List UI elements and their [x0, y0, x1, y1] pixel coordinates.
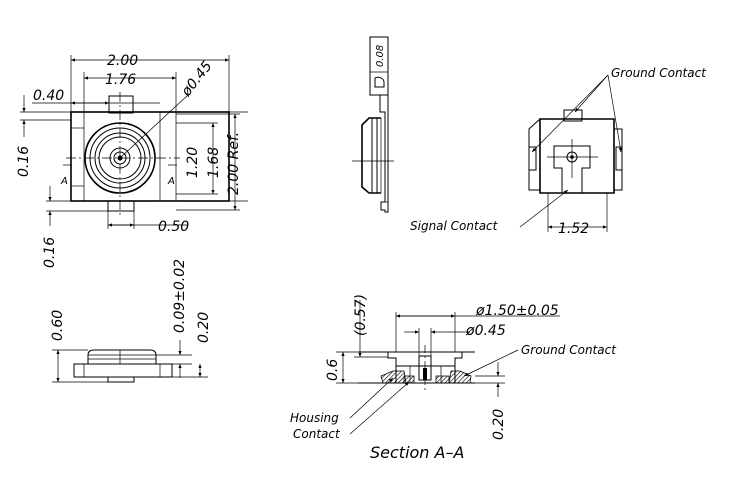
dim-top-width: 2.00	[107, 53, 138, 69]
front-base	[73, 363, 173, 378]
section-dim-outer: ø1.50±0.05	[475, 303, 559, 319]
section-dim-height: 0.6	[325, 359, 341, 381]
dim-height-total: 2.00 Ref.	[226, 132, 242, 195]
section-marker-right: A	[167, 176, 175, 187]
dim-diameter: ø0.45	[178, 58, 216, 100]
signal-contact-label: Signal Contact	[410, 219, 499, 233]
ground-contact-label: Ground Contact	[611, 66, 707, 80]
top-body-outline	[70, 111, 230, 202]
section-view: ø1.50±0.05 ø0.45 (0.57) 0.6 Ground Conta…	[290, 294, 617, 462]
dim-tab-width: 0.50	[158, 219, 189, 235]
section-ground-contact-label: Ground Contact	[521, 343, 617, 357]
dim-height-inner: 1.20	[185, 147, 201, 178]
top-view: A A 2.00 1.76 0.40 ø0.45 0.16 1	[16, 53, 248, 268]
bottom-tab	[107, 200, 135, 212]
side-label-box	[369, 36, 389, 96]
dim-inner-width: 1.76	[105, 72, 136, 88]
front-dim-height: 0.60	[50, 310, 66, 341]
section-dim-inner: ø0.45	[465, 323, 506, 339]
section-dim-ref-height: (0.57)	[353, 294, 369, 336]
section-title: Section A–A	[370, 443, 464, 462]
contact-label: Contact	[293, 427, 341, 441]
front-view: 0.60 0.09±0.02 0.20	[50, 259, 212, 383]
front-dim-base: 0.20	[196, 312, 212, 343]
top-notch	[108, 95, 134, 114]
front-dim-gap: 0.09±0.02	[172, 259, 188, 333]
dim-left-offset: 0.40	[33, 88, 64, 104]
side-view: 0.08	[352, 36, 394, 213]
section-dim-bottom: 0.20	[491, 409, 507, 440]
section-marker-left: A	[60, 176, 68, 187]
dim-left-vertical: 0.16	[16, 146, 32, 177]
bottom-dim-width: 1.52	[558, 221, 589, 237]
dim-height-mid: 1.68	[206, 147, 222, 178]
bottom-view: 1.52 Signal Contact Ground Contact	[410, 66, 707, 237]
side-dim-label: 0.08	[375, 45, 386, 67]
dim-bottom-left: 0.16	[42, 237, 58, 268]
housing-label: Housing	[290, 411, 339, 425]
